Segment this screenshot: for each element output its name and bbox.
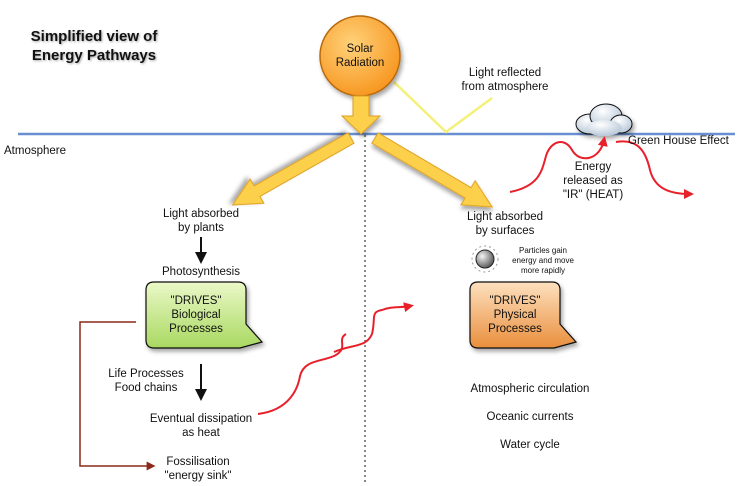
physical-processes-bubble	[469, 281, 578, 349]
cloud-icon	[575, 103, 633, 136]
bio-line-2: Biological	[171, 309, 221, 321]
plants-absorbed-line-2: by plants	[177, 222, 225, 234]
biological-processes-bubble	[145, 281, 264, 349]
atmosphere-label: Atmosphere	[4, 144, 66, 158]
bio-line-3: Processes	[169, 323, 223, 335]
title-line-2: Energy Pathways	[31, 47, 157, 64]
diagram-title: Simplified view of Energy Pathways	[12, 27, 176, 65]
particles-line-1: Particles gain	[518, 246, 568, 255]
fossil-label: Fossilisation "energy sink"	[150, 455, 246, 483]
particles-line-2: energy and move	[512, 256, 574, 265]
physical-processes-label: "DRIVES" Physical Processes	[470, 294, 560, 336]
atmospheric-circulation-label: Atmospheric circulation	[450, 382, 610, 396]
sun-down-arrow	[340, 95, 382, 135]
reflected-line-2: from atmosphere	[461, 81, 549, 93]
fossil-line-2: "energy sink"	[164, 470, 232, 482]
photosynthesis-text: Photosynthesis	[162, 266, 240, 278]
atmosphere-label-text: Atmosphere	[4, 145, 67, 157]
greenhouse-label: Green House Effect	[628, 134, 729, 148]
outcome-atmospheric-circulation: Atmospheric circulation	[470, 383, 590, 395]
ir-label: Energy released as "IR" (HEAT)	[548, 160, 638, 202]
fossil-line-1: Fossilisation	[166, 456, 230, 468]
reflected-label: Light reflected from atmosphere	[450, 66, 560, 94]
dissipation-line-2: as heat	[182, 427, 220, 439]
ir-line-3: "IR" (HEAT)	[562, 189, 624, 201]
particles-line-3: more rapidly	[520, 266, 565, 275]
plants-absorbed-line-1: Light absorbed	[162, 208, 240, 220]
outcome-water-cycle: Water cycle	[500, 439, 560, 451]
particle-icon	[471, 245, 499, 273]
phys-line-2: Physical	[493, 309, 537, 321]
ir-line-1: Energy	[574, 161, 612, 173]
sun-label-line-1: Solar	[346, 43, 374, 55]
reflected-line-1: Light reflected	[468, 67, 542, 79]
bio-line-1: "DRIVES"	[170, 295, 222, 307]
oceanic-currents-label: Oceanic currents	[450, 410, 610, 424]
dissipation-heat-arrow-2	[333, 302, 414, 353]
reflected-light-line	[393, 81, 493, 134]
life-line-1: Life Processes	[108, 368, 184, 380]
sun-label-line-2: Radiation	[335, 57, 385, 69]
particles-label: Particles gain energy and move more rapi…	[503, 246, 583, 276]
surfaces-absorbed-line-1: Light absorbed	[466, 211, 544, 223]
ir-heat-arrow	[509, 136, 608, 193]
plants-absorbed-label: Light absorbed by plants	[151, 207, 251, 235]
dissipation-heat-arrow	[257, 333, 347, 415]
dissipation-label: Eventual dissipation as heat	[138, 412, 264, 440]
water-cycle-label: Water cycle	[450, 438, 610, 452]
dissipation-line-1: Eventual dissipation	[149, 413, 253, 425]
phys-line-1: "DRIVES"	[489, 295, 541, 307]
fossil-arrow	[79, 321, 156, 471]
photosynthesis-label: Photosynthesis	[146, 265, 256, 279]
surfaces-absorbed-label: Light absorbed by surfaces	[453, 210, 557, 238]
phys-line-3: Processes	[488, 323, 542, 335]
surfaces-absorbed-line-2: by surfaces	[475, 225, 535, 237]
light-arrow-left	[231, 132, 355, 206]
outcome-oceanic-currents: Oceanic currents	[486, 411, 574, 423]
life-processes-label: Life Processes Food chains	[103, 367, 189, 395]
greenhouse-label-text: Green House Effect	[628, 135, 729, 147]
light-arrow-right	[371, 132, 494, 208]
ir-line-2: released as	[563, 175, 623, 187]
greenhouse-heat-arrow	[615, 140, 694, 199]
life-line-2: Food chains	[114, 382, 178, 394]
title-line-1: Simplified view of	[30, 28, 158, 45]
biological-processes-label: "DRIVES" Biological Processes	[148, 294, 244, 336]
sun-label: Solar Radiation	[320, 42, 400, 70]
